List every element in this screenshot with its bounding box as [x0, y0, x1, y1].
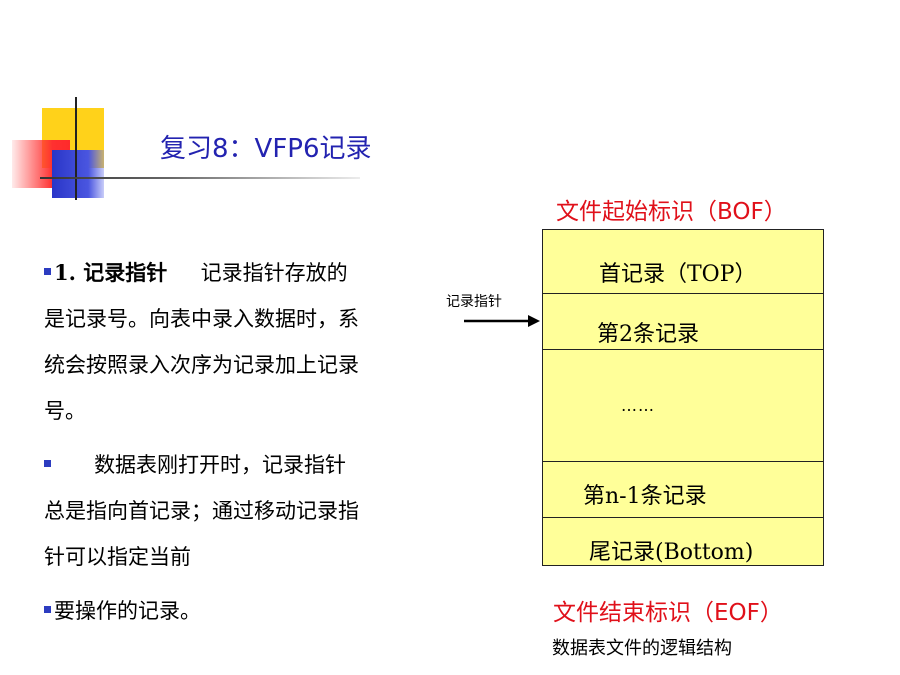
record-label-second: 第2条记录	[597, 322, 699, 347]
bullet-icon	[44, 606, 51, 613]
body-text-2: 数据表刚打开时，记录指针总是指向首记录；通过移动记录指针可以指定当前	[44, 442, 364, 580]
record-label-n-minus-1: 第n-1条记录	[583, 484, 707, 509]
record-label-top: 首记录（TOP）	[599, 262, 757, 287]
slide-title: 复习8：VFP6记录	[160, 134, 372, 164]
paragraph-current-record: 要操作的记录。	[44, 588, 364, 634]
body-text-3: 要操作的记录。	[44, 588, 364, 634]
record-row-bottom: 尾记录(Bottom)	[543, 518, 823, 566]
record-row-top: 首记录（TOP）	[543, 230, 823, 294]
diagram-caption: 数据表文件的逻辑结构	[552, 638, 732, 659]
body-text: 1. 记录指针 记录指针存放的是记录号。向表中录入数据时，系统会按照录入次序为记…	[44, 250, 364, 434]
pointer-label: 记录指针	[446, 294, 502, 310]
decor-vertical-line	[75, 97, 77, 200]
paragraph-record-pointer: 1. 记录指针 记录指针存放的是记录号。向表中录入数据时，系统会按照录入次序为记…	[44, 250, 364, 434]
record-row-n-minus-1: 第n-1条记录	[543, 462, 823, 518]
eof-label: 文件结束标识（EOF）	[553, 600, 783, 626]
decor-blue-square	[52, 150, 104, 198]
bullet-icon	[44, 460, 51, 467]
paragraph-text: 要操作的记录。	[54, 599, 201, 623]
record-row-ellipsis: ……	[543, 350, 823, 462]
record-table: 首记录（TOP） 第2条记录 …… 第n-1条记录 尾记录(Bottom)	[542, 229, 824, 566]
section-heading: 1. 记录指针	[54, 260, 168, 285]
paragraph-text: 数据表刚打开时，记录指针总是指向首记录；通过移动记录指针可以指定当前	[44, 453, 359, 569]
record-label-ellipsis: ……	[621, 396, 655, 415]
title-underline	[40, 177, 360, 179]
bullet-icon	[44, 268, 51, 275]
record-label-bottom: 尾记录(Bottom)	[589, 540, 754, 565]
paragraph-text: 记录指针存放的是记录号。向表中录入数据时，系统会按照录入次序为记录加上记录号。	[44, 261, 359, 423]
pointer-arrow-icon	[464, 315, 540, 327]
record-row-second: 第2条记录	[543, 294, 823, 350]
bof-label: 文件起始标识（BOF）	[556, 199, 787, 225]
paragraph-open-table: 数据表刚打开时，记录指针总是指向首记录；通过移动记录指针可以指定当前	[44, 442, 364, 580]
